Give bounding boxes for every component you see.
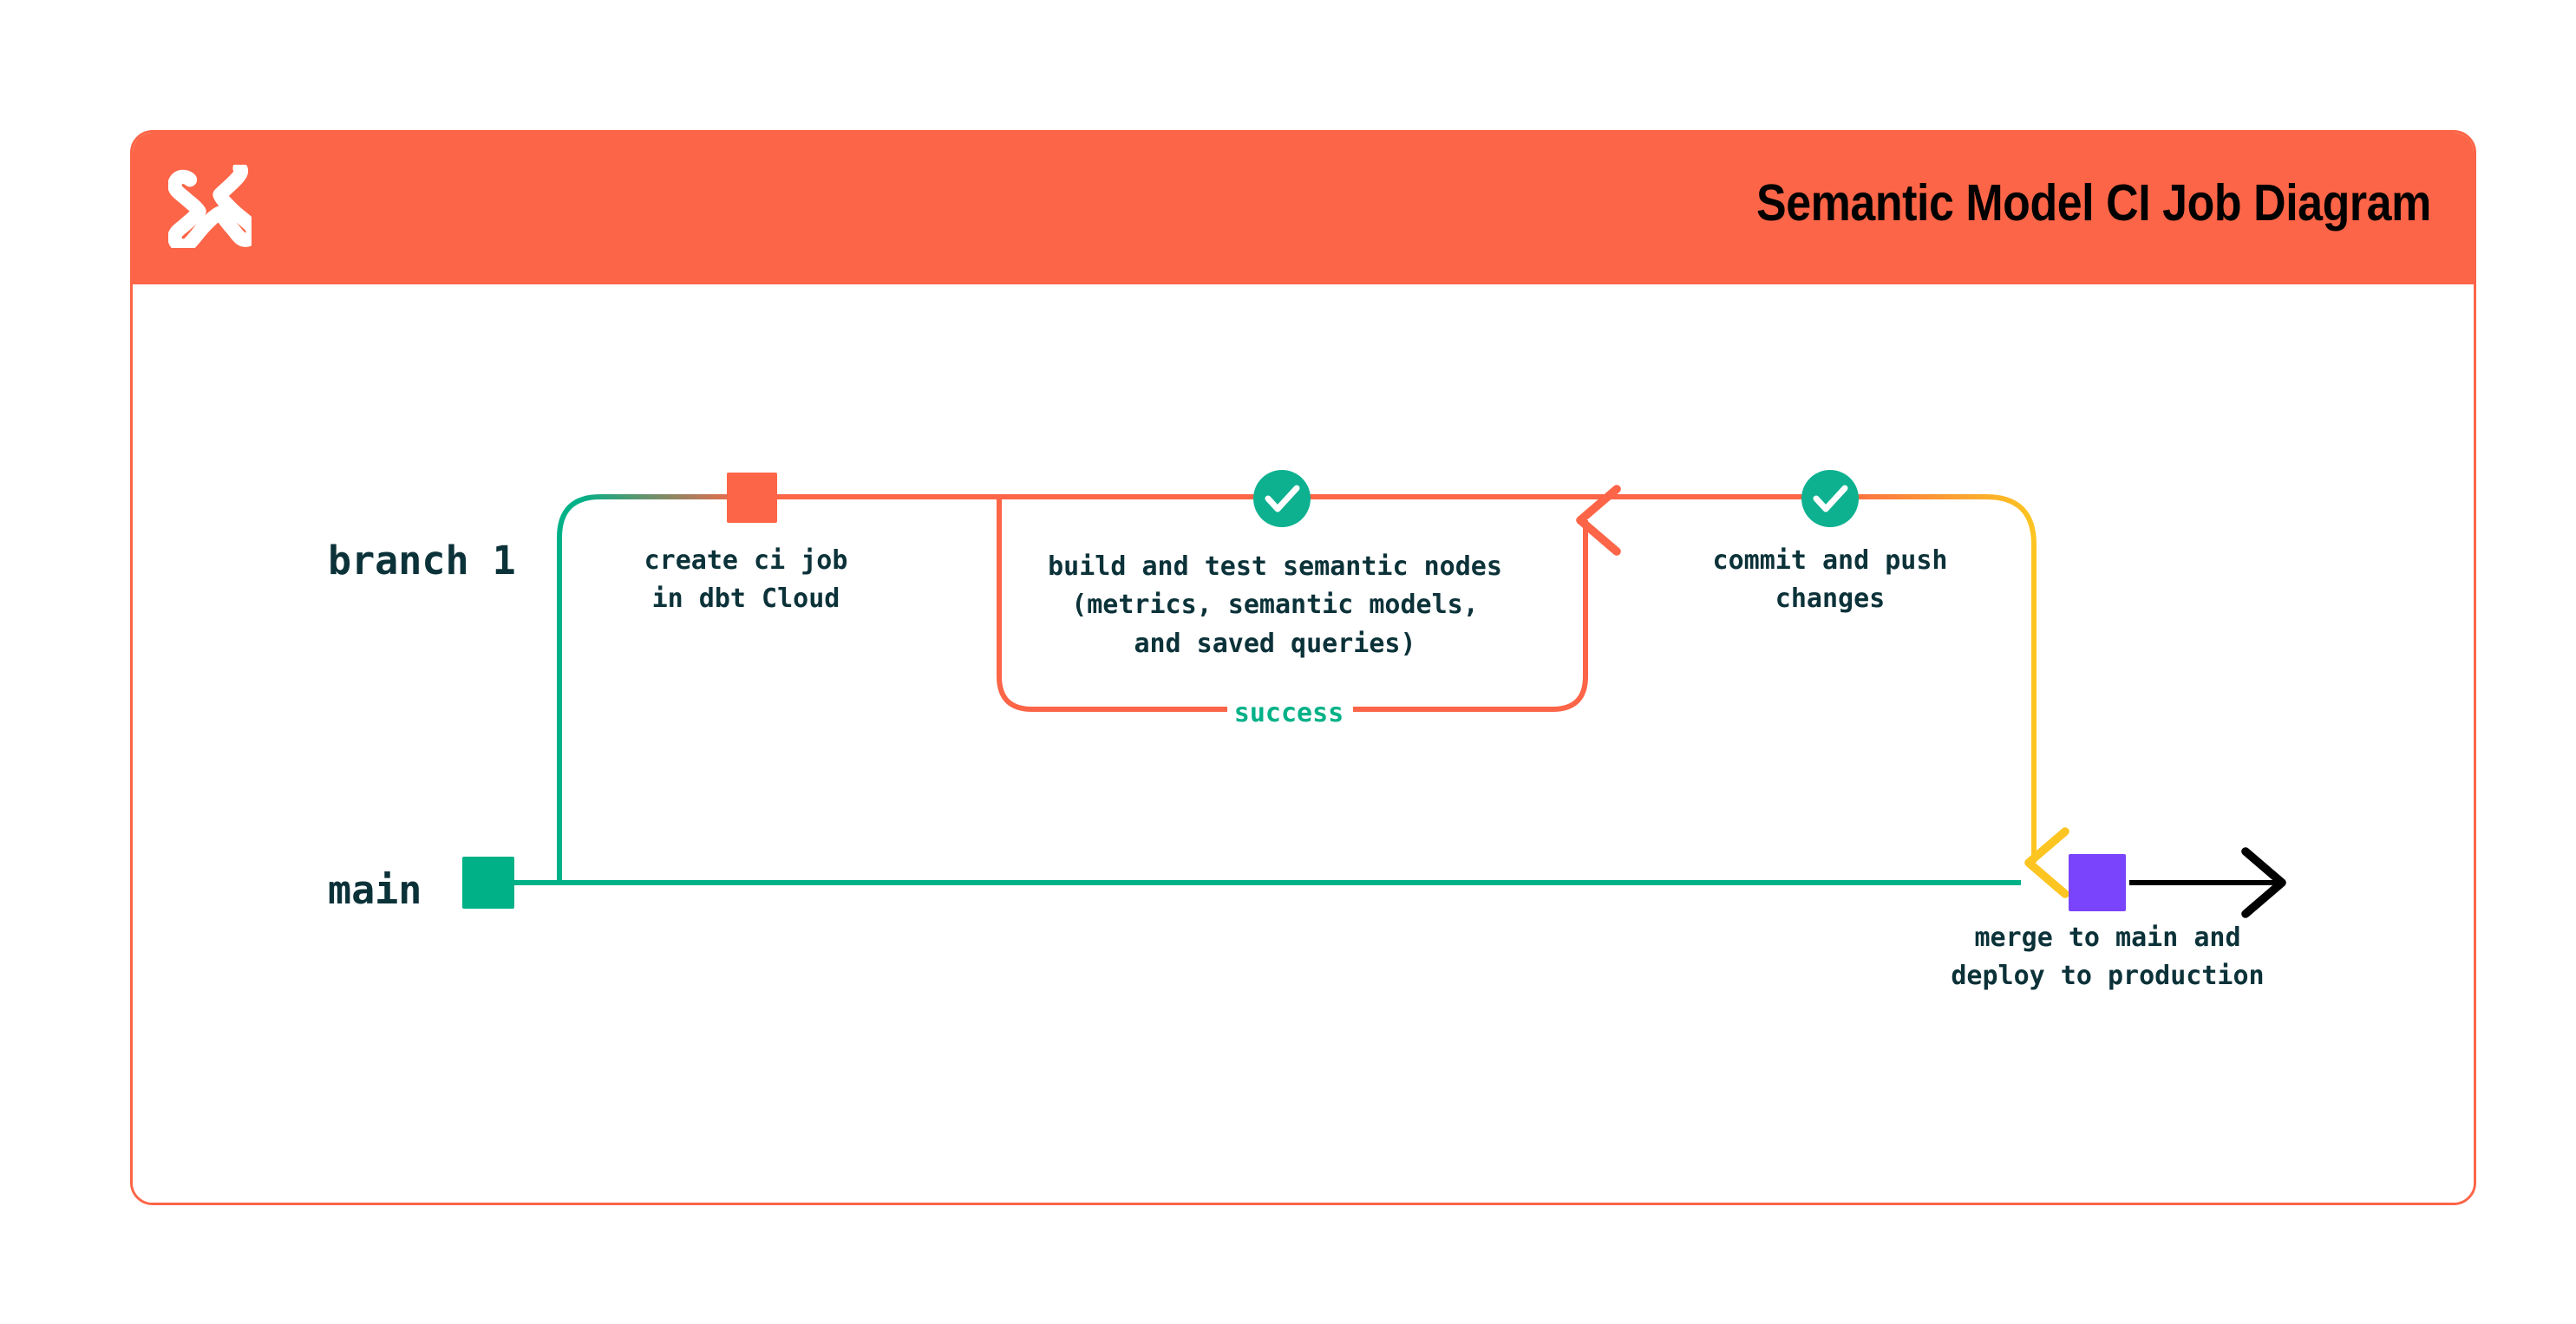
edge-label-success: success [1227,698,1350,728]
node-label-create-ci-job: create ci job in dbt Cloud [644,545,848,615]
lane-label-branch-1: branch 1 [328,538,516,584]
lane-label-main: main [328,867,422,913]
card-body [133,284,2474,1203]
node-label-build-and-test: build and test semantic nodes (metrics, … [1048,551,1502,659]
dbt-x-logo-icon [167,160,260,253]
node-label-commit-and-push: commit and push changes [1712,545,1948,615]
diagram-card: Semantic Model CI Job Diagram [130,130,2476,1205]
node-label-merge-to-main: merge to main and deploy to production [1951,923,2265,992]
page-title: Semantic Model CI Job Diagram [1756,174,2431,232]
card-header: Semantic Model CI Job Diagram [133,133,2474,284]
